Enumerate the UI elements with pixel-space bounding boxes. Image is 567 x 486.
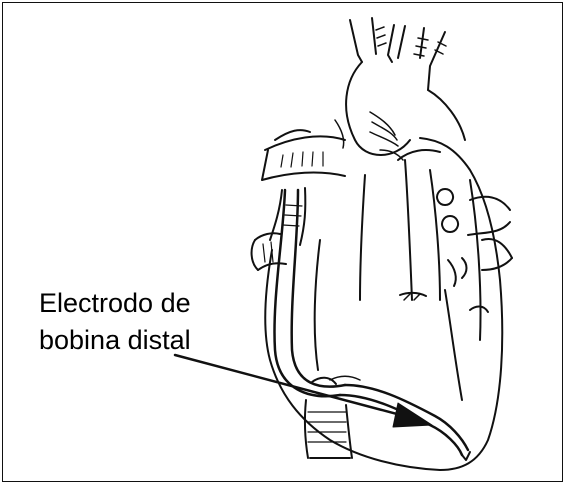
arrow-head	[393, 403, 432, 427]
callout-label-line-1: Electrodo de	[39, 290, 191, 317]
superior-vena-cava	[270, 188, 305, 245]
callout-label-line-2: bobina distal	[39, 327, 191, 354]
aortic-arch	[262, 112, 403, 180]
valves	[400, 293, 488, 312]
inferior-vena-cava	[305, 378, 352, 458]
great-vessels	[346, 18, 465, 155]
heart-outline	[265, 138, 502, 470]
